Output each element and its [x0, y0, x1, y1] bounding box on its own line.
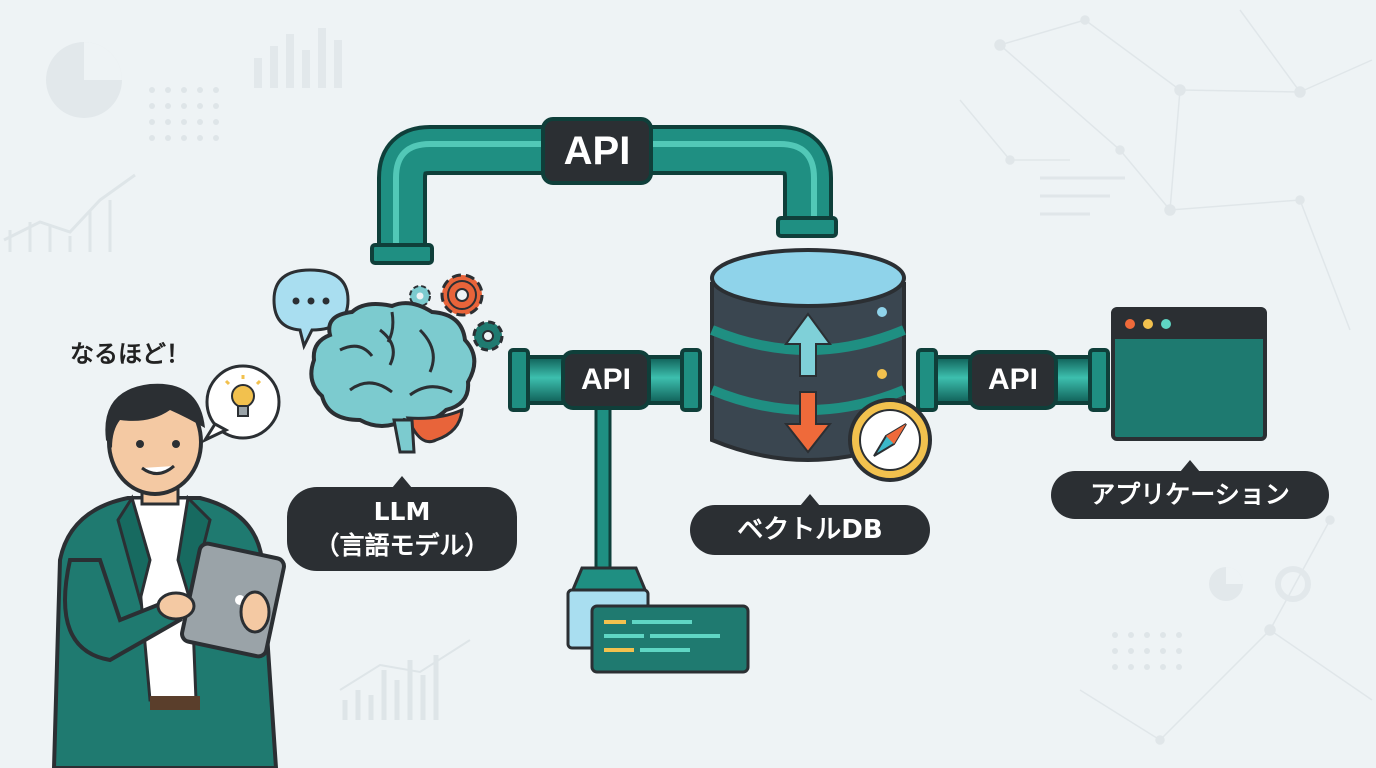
llm-label: LLM （言語モデル） [287, 476, 517, 571]
arrow-down-icon [783, 391, 833, 454]
gear-icon [409, 273, 504, 352]
application-label: アプリケーション [1051, 460, 1329, 519]
bulb-bubble [201, 364, 281, 444]
tablet-icon [180, 541, 286, 659]
top-api-label: API [541, 117, 653, 185]
pie-chart-icon [46, 42, 122, 118]
bar-chart-bottom-icon [339, 639, 471, 720]
speech-text: なるほど！ [70, 340, 190, 368]
line-chart-icon [3, 173, 136, 252]
dot-grid [149, 87, 219, 141]
llm-label-line2: （言語モデル） [314, 531, 490, 560]
brain-icon [309, 301, 477, 454]
compass-icon [848, 398, 932, 482]
background-decoration [3, 9, 1373, 745]
network-graph [959, 9, 1373, 745]
terminal-icon [590, 604, 750, 674]
lightbulb-icon [224, 375, 262, 417]
bar-chart-icon [254, 28, 342, 88]
app-window-icon [1111, 307, 1267, 441]
llm-label-line1: LLM [373, 497, 431, 526]
pie-chart-small-icon [1209, 566, 1311, 602]
lines-decoration [1040, 176, 1125, 216]
vector-db-label: ベクトルDB [690, 494, 930, 555]
right-api-label: API [968, 350, 1058, 410]
dot-grid-right [1112, 632, 1182, 670]
person-icon [51, 383, 286, 768]
arrow-up-icon [784, 312, 832, 377]
left-api-label: API [561, 350, 651, 410]
